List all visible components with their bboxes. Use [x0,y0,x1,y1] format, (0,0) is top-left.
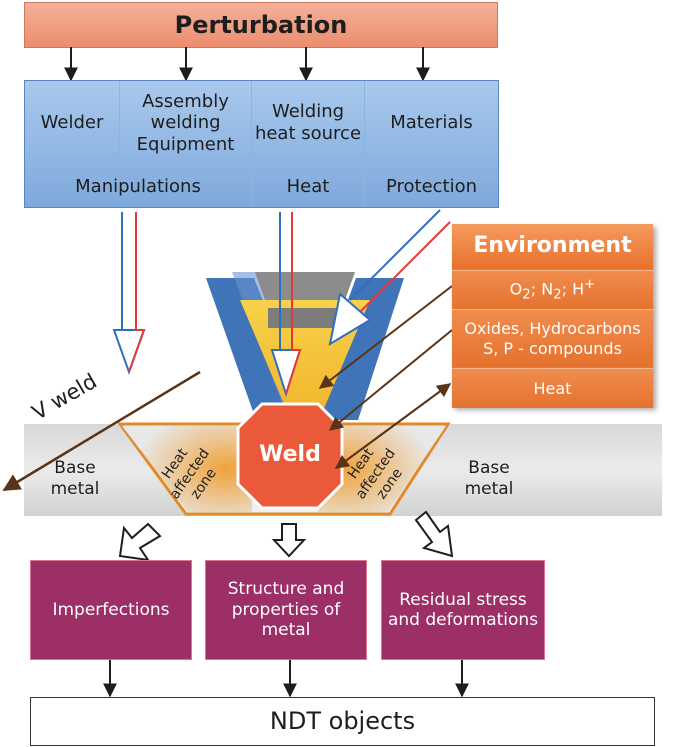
factor-welder: Welder [25,81,120,165]
environment-gases: O2; N2; H+ [452,270,653,309]
environment-heat: Heat [452,368,653,408]
perturbation-arrows [64,47,430,82]
environment-compounds: Oxides, Hydrocarbons S, P - compounds [452,309,653,367]
environment-box: Environment O2; N2; H+ Oxides, Hydrocarb… [452,224,653,408]
outcome-arrows [118,510,454,562]
outcome-structure-properties: Structure and properties of metal [205,560,367,660]
weld-octagon [236,402,344,510]
factor-manipulations: Manipulations [25,166,252,207]
factors-panel: Welder Assembly welding Equipment Weldin… [24,80,499,208]
perturbation-title: Perturbation [174,10,348,39]
factor-protection: Protection [385,175,478,197]
factor-assembly-welding-equipment: Assembly welding Equipment [120,81,252,165]
outcome-imperfections: Imperfections [30,560,192,660]
ndt-arrows [103,658,469,698]
heat-arrows [112,209,451,398]
factor-welding-heat-source: Welding heat source [252,81,365,165]
v-weld-arrow [2,370,201,492]
base-metal-left-label: Base metal [50,458,100,500]
factor-heat: Heat [252,166,365,207]
perturbation-box: Perturbation [24,2,498,48]
environment-title: Environment [452,224,653,269]
weld-label: Weld [259,441,321,467]
factor-materials: Materials [390,112,473,134]
environment-arrows [318,285,453,469]
ndt-objects-label: NDT objects [269,707,416,736]
base-metal-right-label: Base metal [464,458,514,500]
ndt-objects-box: NDT objects [30,697,655,746]
outcome-residual-stress: Residual stress and deformations [381,560,545,660]
